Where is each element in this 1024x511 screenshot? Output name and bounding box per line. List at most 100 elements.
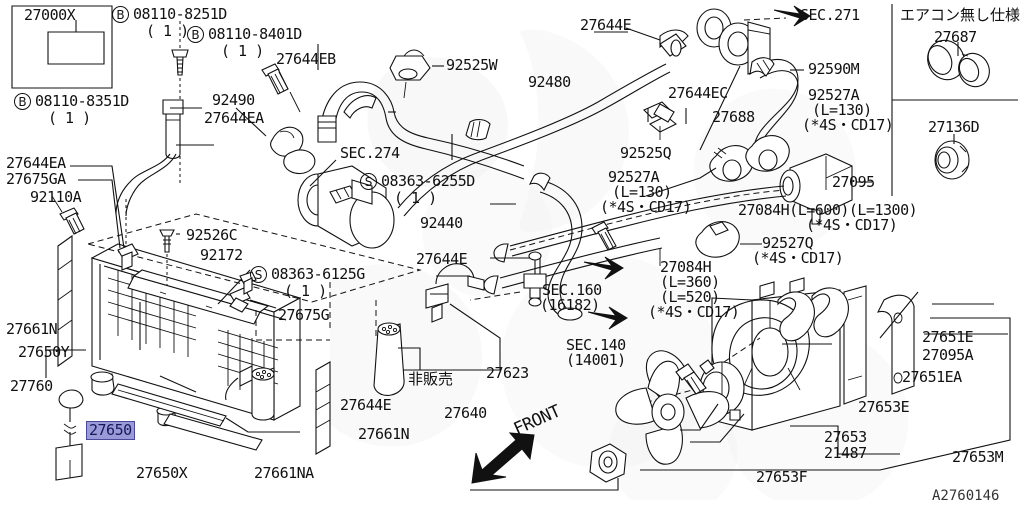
hook-27651e bbox=[778, 288, 848, 341]
hose-92480 bbox=[318, 82, 524, 179]
label-27675g: 27675G bbox=[278, 306, 330, 324]
label-27095a: 27095A bbox=[922, 346, 974, 364]
label-27651e: 27651E bbox=[922, 328, 974, 346]
bolt-8251d bbox=[172, 50, 188, 75]
label-sec140: SEC.140 bbox=[566, 336, 626, 354]
screw-92526c bbox=[160, 230, 174, 252]
label-sec271: SEC.271 bbox=[800, 6, 860, 24]
label-27760: 27760 bbox=[10, 377, 53, 395]
label-27084h-a: 27084H(L=600)(L=1300) bbox=[738, 201, 918, 219]
fastener-code-1: 08110-8251D bbox=[133, 5, 227, 23]
part-27095 bbox=[780, 154, 852, 224]
label-27650y: 27650Y bbox=[18, 343, 70, 361]
part-27687 bbox=[921, 34, 995, 91]
footer-code: A2760146 bbox=[932, 488, 1000, 504]
fastener-qty-3: ( 1 ) bbox=[48, 109, 91, 127]
label-92527a-top-len: (L=130) bbox=[812, 101, 872, 119]
label-92527q: 92527Q bbox=[762, 234, 814, 252]
fastener-code-2: 08110-8401D bbox=[208, 25, 302, 43]
label-27653f: 27653F bbox=[756, 468, 808, 486]
clamp-92525w bbox=[390, 50, 430, 80]
label-92525q: 92525Q bbox=[620, 144, 672, 162]
label-hihanbai: 非販売 bbox=[408, 370, 454, 388]
label-27687: 27687 bbox=[934, 28, 977, 46]
label-92440: 92440 bbox=[420, 214, 463, 232]
fastener-qty-4: ( 1 ) bbox=[394, 189, 437, 207]
bolt-92440 bbox=[592, 222, 616, 250]
fastener-qty-2: ( 1 ) bbox=[221, 42, 264, 60]
label-27084h-a-note: (*4S・CD17) bbox=[806, 216, 898, 234]
label-92527a-top: 92527A bbox=[808, 86, 860, 104]
label-27084h-b-len2: (L=520) bbox=[660, 288, 720, 306]
label-sec140-sub: (14001) bbox=[566, 351, 626, 369]
label-92480: 92480 bbox=[528, 73, 571, 91]
label-27653e: 27653E bbox=[858, 398, 910, 416]
label-27623: 27623 bbox=[486, 364, 529, 382]
bracket-27095a bbox=[878, 295, 914, 394]
motor-bolt bbox=[676, 364, 706, 394]
label-92527a-mid-note: (*4S・CD17) bbox=[600, 198, 692, 216]
clamp-92527a-2 bbox=[746, 136, 789, 172]
sensor-27760 bbox=[56, 390, 83, 480]
part-92490 bbox=[116, 100, 183, 216]
label-92526c: 92526C bbox=[186, 226, 238, 244]
compressor-sec274 bbox=[298, 166, 394, 248]
label-27661n-bottom: 27661N bbox=[358, 425, 410, 443]
fitting-sec271 bbox=[697, 9, 770, 74]
label-92527a-mid-len: (L=130) bbox=[612, 183, 672, 201]
label-27650x: 27650X bbox=[136, 464, 188, 482]
badge-b-2: B bbox=[187, 26, 204, 43]
label-92590m: 92590M bbox=[808, 60, 860, 78]
clip-27675ga bbox=[118, 244, 138, 270]
right-panel-title: エアコン無し仕様 bbox=[900, 6, 1021, 24]
label-27651ea: 27651EA bbox=[902, 368, 962, 386]
fitting-27644e-top bbox=[660, 34, 686, 56]
label-92490: 92490 bbox=[212, 91, 255, 109]
screw-92110a bbox=[60, 208, 84, 234]
label-21487: 21487 bbox=[824, 444, 867, 462]
part-27136d bbox=[935, 141, 969, 179]
label-27084h-b-note: (*4S・CD17) bbox=[648, 303, 740, 321]
fastener-code-4: 08363-6255D bbox=[381, 172, 475, 190]
label-27084h-b: 27084H bbox=[660, 258, 712, 276]
label-sec160: SEC.160 bbox=[542, 281, 602, 299]
label-27644eb: 27644EB bbox=[276, 50, 336, 68]
label-27640: 27640 bbox=[444, 404, 487, 422]
fastener-code-3: 08110-8351D bbox=[35, 92, 129, 110]
bottle-27640 bbox=[374, 323, 404, 395]
label-27000x: 27000X bbox=[24, 6, 76, 24]
label-27675ga: 27675GA bbox=[6, 170, 66, 188]
fastener-code-5: 08363-6125G bbox=[271, 265, 365, 283]
clamp-92525q bbox=[644, 102, 676, 132]
mount-bar-27650 bbox=[112, 384, 262, 450]
label-27084h-b-len1: (L=360) bbox=[660, 273, 720, 291]
hose-27084h-a bbox=[494, 186, 786, 262]
label-27095: 27095 bbox=[832, 173, 875, 191]
label-sec160-sub: (16182) bbox=[540, 296, 600, 314]
badge-b-1: B bbox=[112, 6, 129, 23]
label-92110a: 92110A bbox=[30, 188, 82, 206]
label-sec274: SEC.274 bbox=[340, 144, 400, 162]
fastener-qty-5: ( 1 ) bbox=[284, 282, 327, 300]
label-27688: 27688 bbox=[712, 108, 755, 126]
badge-s-2: S bbox=[250, 266, 267, 283]
label-27653: 27653 bbox=[824, 428, 867, 446]
label-27661na: 27661NA bbox=[254, 464, 314, 482]
label-27661n-left: 27661N bbox=[6, 320, 58, 338]
label-27644ea-left: 27644EA bbox=[6, 154, 66, 172]
bolt-8401d bbox=[262, 64, 288, 94]
badge-b-3: B bbox=[14, 93, 31, 110]
shroud-bracket bbox=[844, 286, 866, 404]
label-27650-highlighted[interactable]: 27650 bbox=[86, 421, 135, 440]
label-27644ea-top: 27644EA bbox=[204, 109, 264, 127]
fan-nut bbox=[590, 444, 626, 482]
clamp-92527q bbox=[696, 222, 739, 258]
label-92525w: 92525W bbox=[446, 56, 498, 74]
switch-27623 bbox=[426, 264, 484, 322]
label-27644e-top: 27644E bbox=[580, 16, 632, 34]
clamp-27644ea-top bbox=[271, 127, 315, 173]
valve-sec160 bbox=[524, 252, 546, 306]
grommet-27650y bbox=[91, 372, 114, 395]
